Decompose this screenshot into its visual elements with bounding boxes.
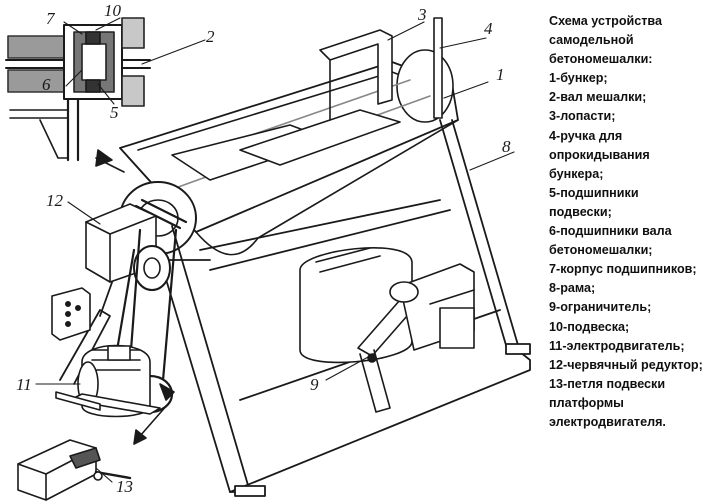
callout-11: 11 xyxy=(16,375,32,394)
tilt-handle xyxy=(433,17,443,119)
legend-item-6-line-1: 6-подшипники вала xyxy=(549,224,672,239)
callout-13: 13 xyxy=(116,477,133,496)
limiter xyxy=(299,247,475,413)
legend-item-12: 12-червячный редуктор; xyxy=(549,357,703,372)
legend-item-10: 10-подвеска; xyxy=(549,319,630,334)
legend-item-2: 2-вал мешалки; xyxy=(549,90,647,105)
callout-12: 12 xyxy=(46,191,64,210)
legend-item-9: 9-ограничитель; xyxy=(549,300,652,315)
control-box xyxy=(51,287,91,341)
legend-item-4-line-1: 4-ручка для xyxy=(549,128,623,143)
callout-6: 6 xyxy=(42,75,51,94)
hinge-detail xyxy=(17,439,132,501)
electric-motor xyxy=(55,344,161,418)
legend-title-line-1: Схема устройства xyxy=(549,14,663,28)
callout-2: 2 xyxy=(206,27,215,46)
legend: Схема устройства самодельной бетономешал… xyxy=(549,12,725,432)
callout-9: 9 xyxy=(310,375,319,394)
callout-4: 4 xyxy=(484,19,493,38)
legend-item-8: 8-рама; xyxy=(549,281,596,296)
legend-item-5-line-2: подвески; xyxy=(549,204,612,219)
legend-item-13-line-2: платформы xyxy=(549,395,624,410)
callout-5: 5 xyxy=(110,103,119,122)
legend-item-13-line-3: электродвигателя. xyxy=(549,414,666,429)
legend-item-3: 3-лопасти; xyxy=(549,109,616,124)
legend-title-line-3: бетономешалки: xyxy=(549,52,653,67)
legend-item-4-line-2: опрокидывания xyxy=(549,147,650,162)
callout-10: 10 xyxy=(104,1,122,20)
legend-item-7: 7-корпус подшипников; xyxy=(549,262,697,277)
legend-item-6-line-2: бетономешалки; xyxy=(549,243,653,258)
legend-item-4-line-3: бункера; xyxy=(549,166,604,181)
callout-1: 1 xyxy=(496,65,505,84)
callout-numbers: 1 2 3 4 5 6 7 8 9 10 11 12 13 xyxy=(16,1,511,496)
legend-item-1: 1-бункер; xyxy=(549,71,608,86)
callout-7: 7 xyxy=(46,9,56,28)
legend-item-13-line-1: 13-петля подвески xyxy=(549,376,666,391)
detail-arrow xyxy=(133,383,175,445)
callout-3: 3 xyxy=(417,5,427,24)
mixer-drawing: 1 2 3 4 5 6 7 8 9 10 11 12 13 xyxy=(5,1,531,501)
legend-title-line-2: самодельной xyxy=(549,33,634,48)
legend-item-5-line-1: 5-подшипники xyxy=(549,185,639,200)
bearing-detail xyxy=(5,17,151,173)
legend-item-11: 11-электродвигатель; xyxy=(549,338,685,353)
callout-leaders xyxy=(35,17,515,483)
callout-8: 8 xyxy=(502,137,511,156)
paddles xyxy=(319,29,393,121)
